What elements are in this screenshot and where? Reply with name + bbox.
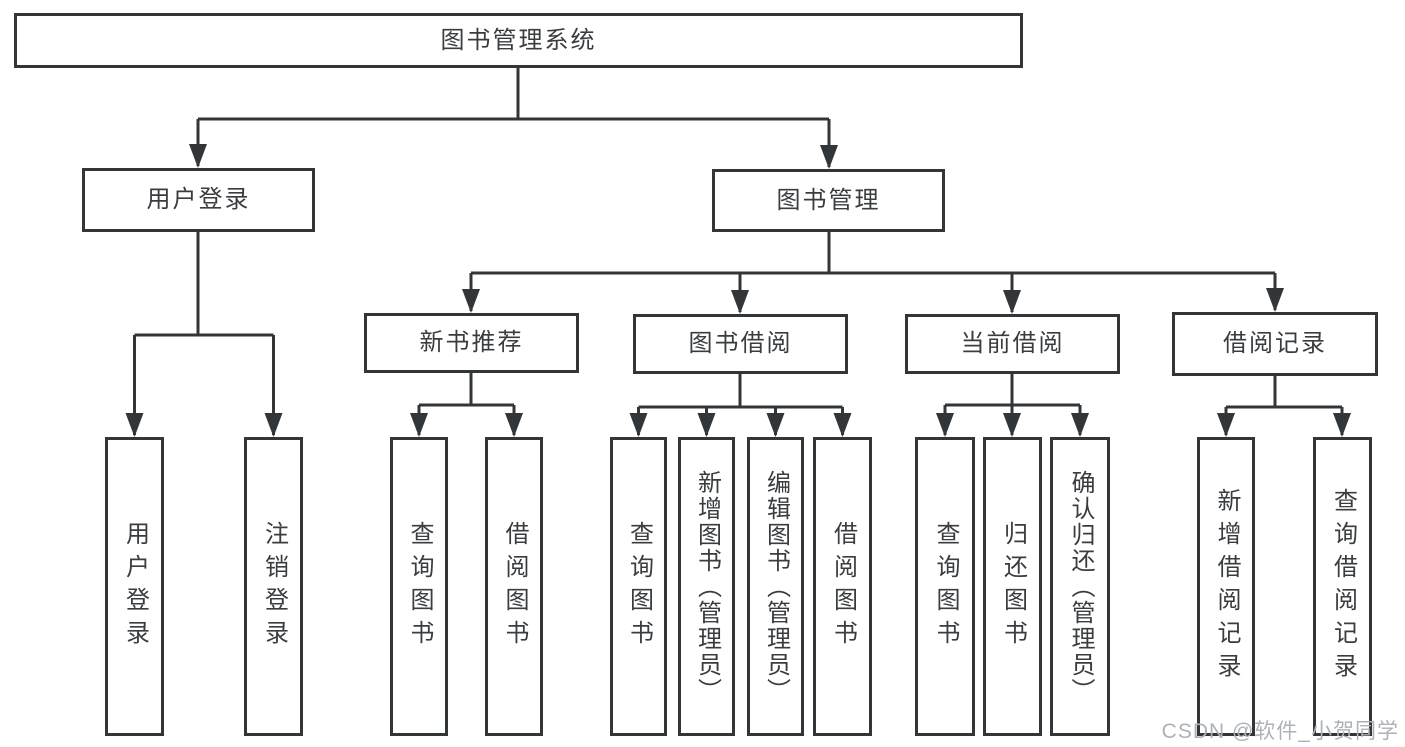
node-current-borrowing-label: 当前借阅 <box>960 330 1065 357</box>
node-library-system: 图书管理系统 <box>14 13 1023 68</box>
leaf-query-books-1-label: 查询图书 <box>406 520 433 653</box>
leaf-query-books-3-label: 查询图书 <box>932 520 959 653</box>
leaf-user-login-label: 用户登录 <box>121 520 149 653</box>
node-new-book-recommend: 新书推荐 <box>364 313 579 373</box>
arrow-down-icon <box>1266 288 1284 312</box>
leaf-borrow-books-2-label: 借阅图书 <box>829 520 857 653</box>
arrow-down-icon <box>410 413 428 437</box>
leaf-add-borrow-record: 新增借阅记录 <box>1197 437 1255 736</box>
node-user-login: 用户登录 <box>82 168 315 232</box>
connector-book-borrow-children <box>637 374 844 435</box>
node-new-book-recommend-label: 新书推荐 <box>419 329 524 356</box>
arrow-down-icon <box>697 413 716 437</box>
arrow-down-icon <box>1003 290 1021 314</box>
leaf-borrow-books-1: 借阅图书 <box>485 437 543 736</box>
leaf-edit-books-admin: 编辑图书（管理员） <box>747 437 804 736</box>
arrow-down-icon <box>505 413 523 437</box>
arrow-down-icon <box>629 413 648 437</box>
node-book-management: 图书管理 <box>712 169 945 232</box>
connector-book-mgmt-children <box>469 232 1277 312</box>
connector-user-login-children <box>133 232 275 435</box>
leaf-query-books-2-label: 查询图书 <box>625 520 653 653</box>
leaf-borrow-books-2: 借阅图书 <box>813 437 872 736</box>
node-book-borrowing-label: 图书借阅 <box>688 330 793 357</box>
leaf-return-books-label: 归还图书 <box>999 520 1027 653</box>
node-book-borrowing: 图书借阅 <box>633 314 848 374</box>
arrow-down-icon <box>462 289 480 313</box>
node-current-borrowing: 当前借阅 <box>905 314 1120 374</box>
arrow-down-icon <box>189 144 207 168</box>
leaf-logout-label: 注销登录 <box>260 520 288 653</box>
arrow-down-icon <box>833 413 852 437</box>
leaf-query-books-2: 查询图书 <box>610 437 667 736</box>
connector-borrow-record-children <box>1224 376 1344 435</box>
node-book-management-label: 图书管理 <box>776 186 881 214</box>
leaf-add-books-admin: 新增图书（管理员） <box>678 437 735 736</box>
arrow-down-icon <box>1333 413 1351 437</box>
leaf-query-books-3: 查询图书 <box>915 437 975 736</box>
connector-new-book-children <box>417 373 516 435</box>
leaf-edit-books-admin-label: 编辑图书（管理员） <box>762 469 790 704</box>
arrow-down-icon <box>125 413 144 437</box>
leaf-add-borrow-record-label: 新增借阅记录 <box>1213 487 1240 686</box>
arrow-down-icon <box>264 413 283 437</box>
node-borrow-records-label: 借阅记录 <box>1223 330 1327 357</box>
connector-root-to-level1 <box>196 68 831 167</box>
node-borrow-records: 借阅记录 <box>1172 312 1378 376</box>
node-library-system-label: 图书管理系统 <box>440 26 597 54</box>
leaf-logout: 注销登录 <box>244 437 303 736</box>
leaf-borrow-books-1-label: 借阅图书 <box>501 520 528 653</box>
node-user-login-label: 用户登录 <box>146 186 251 213</box>
leaf-confirm-return-admin: 确认归还（管理员） <box>1050 437 1110 736</box>
arrow-down-icon <box>1071 413 1089 437</box>
leaf-user-login: 用户登录 <box>105 437 164 736</box>
arrow-down-icon <box>766 413 785 437</box>
leaf-query-books-1: 查询图书 <box>390 437 448 736</box>
arrow-down-icon <box>1217 413 1235 437</box>
leaf-confirm-return-admin-label: 确认归还（管理员） <box>1067 469 1094 704</box>
leaf-add-books-admin-label: 新增图书（管理员） <box>693 469 721 704</box>
arrowheads <box>125 144 1351 437</box>
leaf-query-borrow-record-label: 查询借阅记录 <box>1329 487 1357 686</box>
watermark: CSDN @软件_小贺同学 <box>1161 720 1399 743</box>
arrow-down-icon <box>820 145 838 169</box>
arrow-down-icon <box>1003 413 1021 437</box>
arrow-down-icon <box>936 413 954 437</box>
leaf-query-borrow-record: 查询借阅记录 <box>1313 437 1372 736</box>
arrow-down-icon <box>731 290 749 314</box>
leaf-return-books: 归还图书 <box>983 437 1042 736</box>
